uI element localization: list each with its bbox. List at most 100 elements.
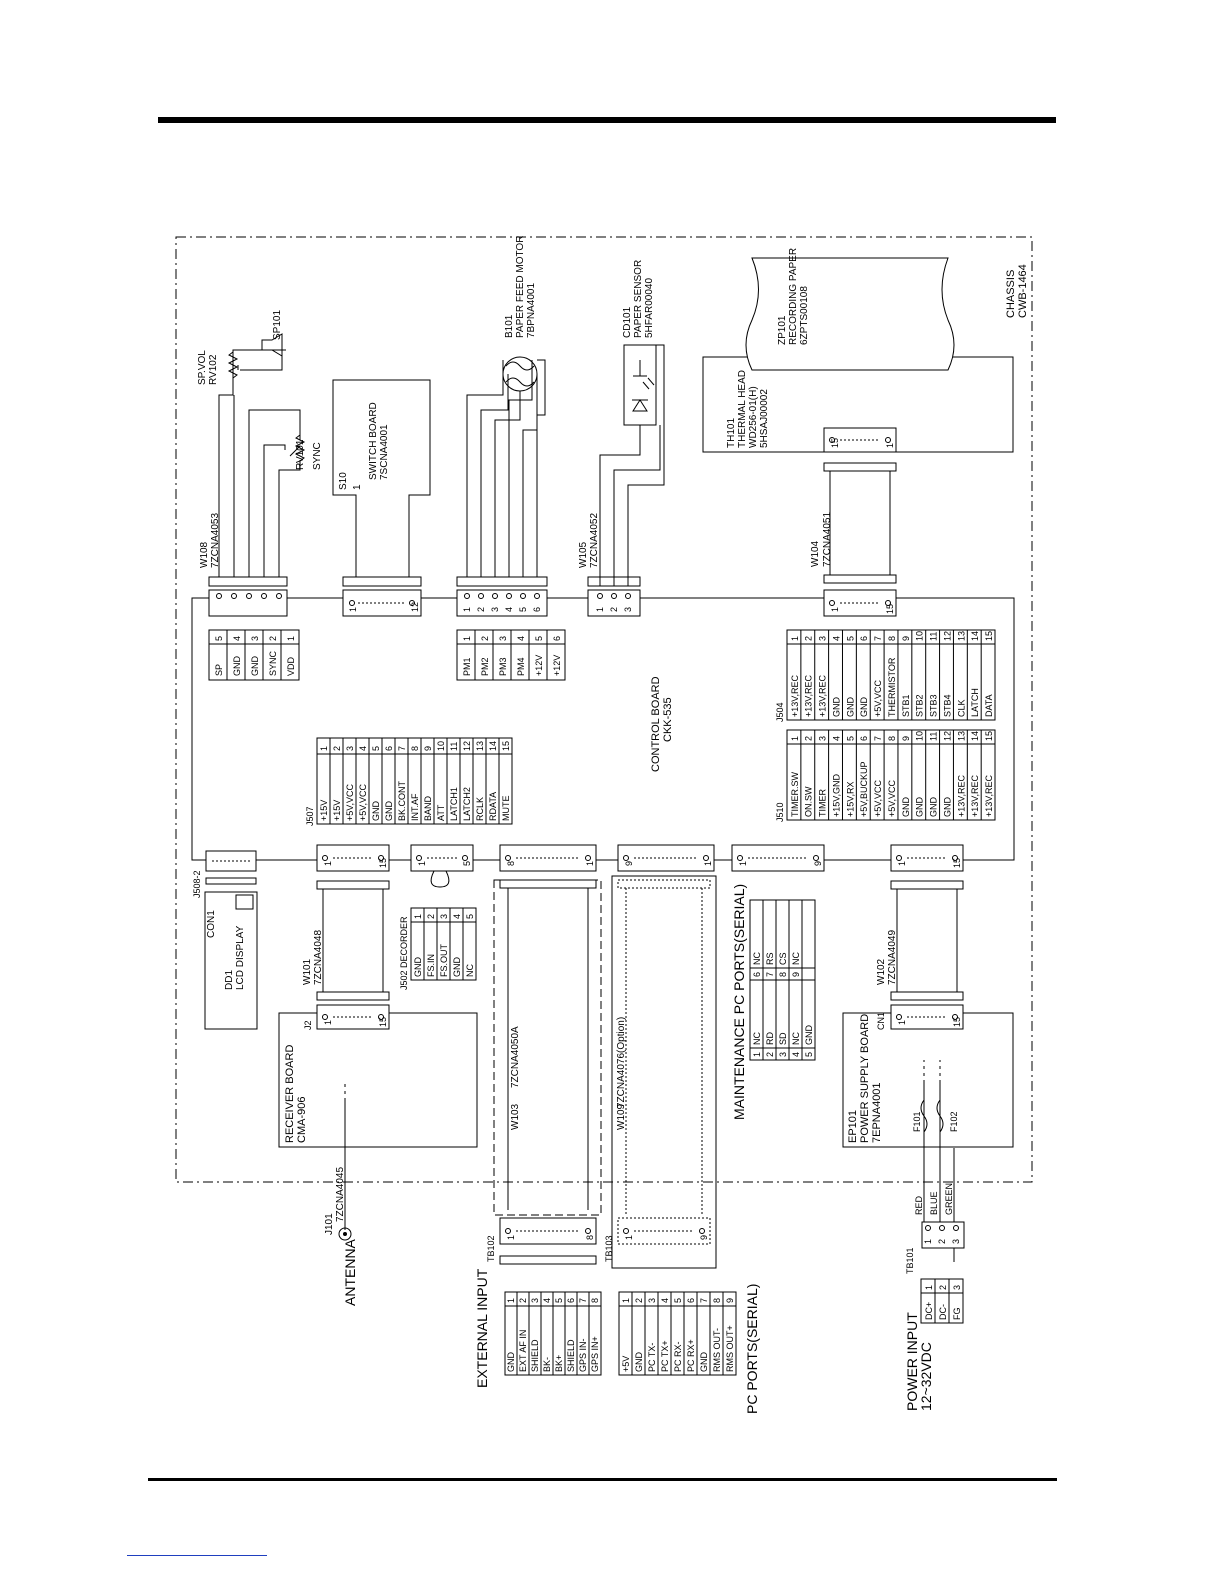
paper-name: RECORDING PAPER xyxy=(788,248,799,345)
j507-signal: BK.CONT xyxy=(397,780,407,821)
j507-title: J507 xyxy=(305,806,315,826)
j507-signal: LATCH1 xyxy=(449,787,459,821)
sync-label: SYNC xyxy=(312,442,323,470)
w105-code: 7ZCNA4052 xyxy=(589,513,600,568)
j502-signal: FS.OUT xyxy=(439,943,449,977)
motor-signal: +12V xyxy=(552,655,562,676)
receiver-board-name: RECEIVER BOARD xyxy=(284,1045,296,1143)
ext-input-pin: 5 xyxy=(554,1298,564,1303)
w103-ref: W103 xyxy=(510,1103,521,1130)
j510-signal: +5V,VCC xyxy=(887,780,897,817)
tb103-pin-a: 1 xyxy=(624,1235,634,1240)
j502-pin-a: 1 xyxy=(417,861,427,866)
motor-signal: PM1 xyxy=(462,657,472,676)
sw-cable-plug xyxy=(342,576,422,587)
sensor-conn-pin: 1 xyxy=(595,607,605,612)
ext-input-pin: 3 xyxy=(530,1298,540,1303)
motor-conn-pin: 1 xyxy=(462,607,472,612)
j504-pin: 2 xyxy=(804,636,814,641)
cn1-pin-a: 1 xyxy=(897,1020,907,1025)
j504-pin: 14 xyxy=(970,631,980,641)
paper-ref: ZP101 xyxy=(777,315,788,345)
sensor-conn-pin: 2 xyxy=(609,607,619,612)
sp101-ref: SP101 xyxy=(272,310,283,340)
j507-signal: GND xyxy=(371,801,381,822)
paper-sensor-body xyxy=(623,344,657,426)
j508-pin-table: 5 SP 4 GND 3 GND 2 SYNC 1 VDD xyxy=(208,629,300,681)
j510-pin: 11 xyxy=(929,732,939,741)
j507-pin: 4 xyxy=(358,746,368,751)
pc-port-signal: GND xyxy=(699,1352,709,1373)
j510-pin: 6 xyxy=(859,736,869,741)
w104-ref: W104 xyxy=(810,540,821,567)
th-pin-b: 1 xyxy=(885,443,895,448)
j507-pin: 12 xyxy=(462,741,472,751)
w108-ref: W108 xyxy=(199,541,210,568)
j502-pin: 1 xyxy=(413,914,423,919)
tb102-pin-b: 8 xyxy=(585,1235,595,1240)
pc-port-signal: +5V xyxy=(621,1356,631,1372)
j507-signal: GND xyxy=(384,801,394,822)
j504-pin: 7 xyxy=(873,636,883,641)
j510-pin: 15 xyxy=(984,731,994,741)
j502-pin: 2 xyxy=(426,914,436,919)
j510-pin: 10 xyxy=(915,731,925,741)
j504-pin: 1 xyxy=(790,636,800,641)
w102-pin-a: 1 xyxy=(897,861,907,866)
switch-name: SWITCH BOARD xyxy=(368,402,379,480)
j510-signal: GND xyxy=(929,797,939,818)
tb102-pin-a: 1 xyxy=(506,1235,516,1240)
w104-code: 7ZCNA4051 xyxy=(822,512,833,567)
j508-signal: SYNC xyxy=(268,650,278,676)
rv102-ref: RV102 xyxy=(208,354,219,385)
speaker-pot-wiring xyxy=(218,333,306,577)
j504-signal: LATCH xyxy=(970,688,980,717)
j507-signal: MUTE xyxy=(501,796,511,822)
fuse-f101: F101 xyxy=(912,1111,922,1132)
power-input-pin: 1 xyxy=(924,1285,934,1290)
maintenance-title: MAINTENANCE PC PORTS(SERIAL) xyxy=(731,884,747,1120)
j510-title: J510 xyxy=(775,802,785,822)
sensor-ref: CD101 xyxy=(622,306,633,338)
sp-vol-label: SP.VOL xyxy=(197,350,208,385)
w109-code: 7ZCNA4076(Option) xyxy=(616,1017,627,1108)
j507-pin: 9 xyxy=(423,746,433,751)
j504-signal: +13V,REC xyxy=(804,675,814,717)
sensor-conn-pin: 3 xyxy=(623,607,633,612)
w108-cable-plug xyxy=(208,576,288,587)
w103-pin-a: 8 xyxy=(506,861,516,866)
ext-input-pin: 1 xyxy=(506,1298,516,1303)
j507-pin: 8 xyxy=(410,746,420,751)
j504-pin: 15 xyxy=(984,631,994,641)
chassis-code: CWB-1464 xyxy=(1017,264,1029,318)
fuse-f102: F102 xyxy=(949,1111,959,1132)
j507-signal: +15V xyxy=(332,800,342,821)
j507-signal: +15V xyxy=(319,800,329,821)
maint-signal: CS xyxy=(778,952,788,965)
j507-signal: INT.AF xyxy=(410,793,420,821)
lcd-connector-ref: CON1 xyxy=(206,910,217,938)
power-board-name: POWER SUPPLY BOARD xyxy=(859,1014,871,1143)
sensor-code: 5HFAR00040 xyxy=(644,278,655,338)
switch-ref: S10 xyxy=(338,472,349,490)
j504-signal: +13V,REC xyxy=(790,675,800,717)
j507-pin: 2 xyxy=(332,746,342,751)
lcd-name: LCD DISPLAY xyxy=(235,925,246,990)
external-input-title: EXTERNAL INPUT xyxy=(474,1268,490,1388)
th-pin-a: 15 xyxy=(830,438,840,448)
receiver-board-code: CMA-906 xyxy=(296,1097,308,1143)
motor-signal: PM2 xyxy=(480,657,490,676)
lcd-ref: DD1 xyxy=(224,970,235,990)
ext-input-signal: BK+ xyxy=(554,1355,564,1372)
cn1-pin-b: 15 xyxy=(952,1017,962,1027)
motor-pin: 1 xyxy=(462,636,472,641)
w109-pin-b: 1 xyxy=(703,861,713,866)
switch-code: 7SCNA4001 xyxy=(379,424,390,480)
pc-port-pin: 9 xyxy=(725,1298,735,1303)
j508-signal: GND xyxy=(250,656,260,677)
maint-signal: RD xyxy=(765,1032,775,1045)
w102-code: 7ZCNA4049 xyxy=(887,930,898,985)
pc-port-signal: PC RX- xyxy=(673,1341,683,1372)
lcd-display-box xyxy=(204,891,258,1030)
j2-pin-b: 15 xyxy=(378,1017,388,1027)
